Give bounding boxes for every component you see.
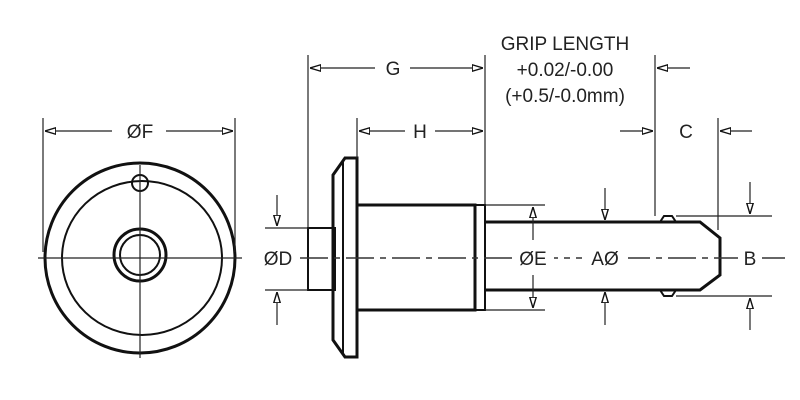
dimensions: G H GRIP LENGTH +0.02/-0.00 (+0.5/-0.0mm… [258,34,772,330]
b-label-bg [738,246,762,270]
knob-stub [307,227,336,291]
side-view [300,156,785,359]
grip-length-tolerance-mm: (+0.5/-0.0mm) [505,86,625,107]
dim-b-label: B [744,249,757,270]
dim-d-label: ØD [264,249,293,270]
dim-f-label: ØF [127,122,153,143]
ball-top [658,215,678,223]
front-view: ØF [38,118,242,358]
grip-length-title: GRIP LENGTH [501,34,629,55]
a-label-bg [582,246,628,270]
d-label-bg [258,246,298,270]
dim-g-label: G [386,59,401,80]
dim-h-label: H [413,122,427,143]
dim-e-label: ØE [519,249,546,270]
ball-bottom [658,289,678,297]
dim-a-label: AØ [591,249,619,270]
grip-length-tolerance-in: +0.02/-0.00 [517,60,614,81]
e-label-bg [512,246,554,270]
dim-c-label: C [679,122,693,143]
